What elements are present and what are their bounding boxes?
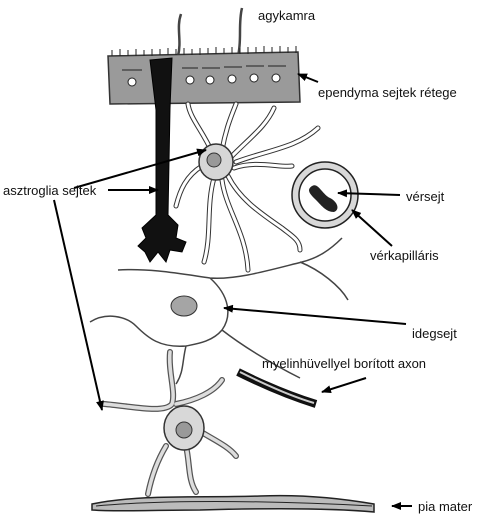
ependyma-layer: [108, 46, 300, 104]
pointer-arrows: [54, 74, 412, 506]
label-blood-cell: vérsejt: [406, 189, 444, 204]
upper-astrocyte: [199, 144, 233, 180]
label-axon: myelinhüvellyel borított axon: [262, 356, 426, 371]
label-astroglia: asztroglia sejtek: [3, 183, 96, 198]
capillary-drawing: [292, 162, 358, 228]
label-pia-mater: pia mater: [418, 499, 472, 514]
label-neuron: idegsejt: [412, 326, 457, 341]
lower-astrocyte: [104, 352, 236, 494]
myelin-axon: [238, 372, 316, 404]
label-ventricle: agykamra: [258, 8, 315, 23]
pia-mater-layer: [92, 496, 374, 512]
label-ependyma: ependyma sejtek rétege: [318, 85, 457, 100]
label-capillary: vérkapilláris: [370, 248, 439, 263]
